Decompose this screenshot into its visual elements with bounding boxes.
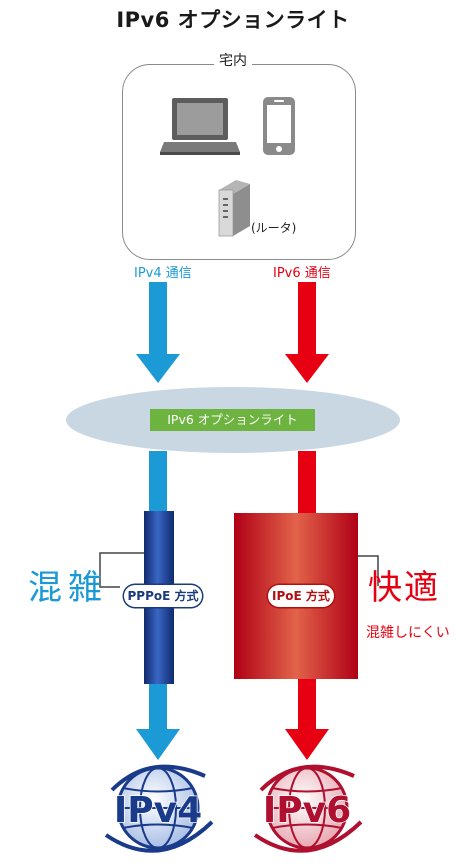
ipv6-globe-icon: IPv6: [253, 764, 363, 853]
ipv6-arrow-upper: [285, 282, 329, 383]
ipv4-flow-label: IPv4 通信: [134, 266, 192, 281]
router-icon: [218, 180, 250, 237]
ipoe-method-badge: IPoE 方式: [268, 585, 334, 607]
home-box: [122, 64, 356, 260]
home-label: 宅内: [0, 50, 466, 70]
ipv6-flow-label: IPv6 通信: [273, 266, 331, 281]
ipv6-globe-label: IPv6: [263, 790, 351, 831]
comfortable-sub-label: 混雑しにくい: [366, 625, 450, 641]
laptop-icon: [160, 98, 240, 155]
home-label-text: 宅内: [214, 53, 252, 69]
konzatsu-leader-line: [99, 552, 145, 588]
network-label: IPv6 オプションライト: [150, 409, 315, 431]
ipv4-arrow-upper: [136, 282, 180, 383]
kaiteki-leader-line: [355, 555, 379, 586]
page-title: IPv6 オプションライト: [116, 8, 350, 32]
ipv4-globe-icon: IPv4: [104, 764, 214, 853]
ipv4-globe-label: IPv4: [114, 790, 202, 831]
congested-label: 混雑: [28, 568, 108, 608]
router-label: (ルータ): [251, 221, 297, 235]
smartphone-icon: [263, 97, 295, 155]
comfortable-label: 快適: [368, 568, 440, 608]
pppoe-method-badge: PPPoE 方式: [124, 585, 202, 607]
